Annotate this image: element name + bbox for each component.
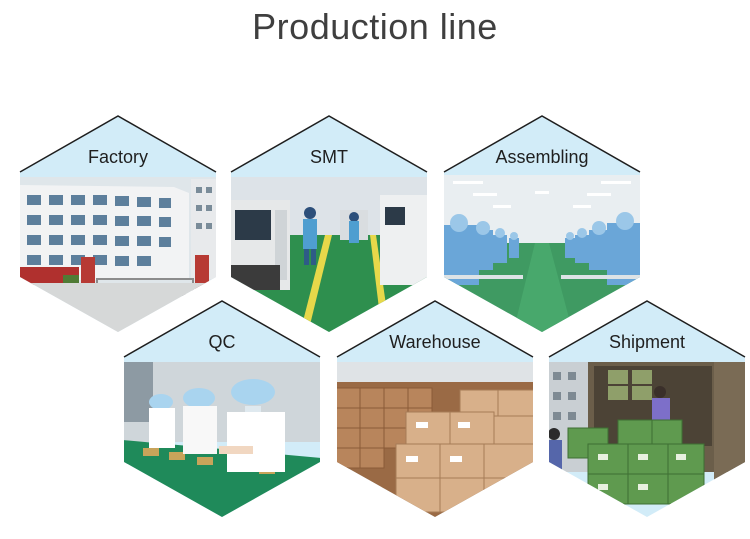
tile-label: Assembling xyxy=(495,147,589,167)
assembling-photo xyxy=(443,115,641,332)
tile-qc: QC xyxy=(123,300,321,518)
tile-shipment: Shipment xyxy=(548,300,746,518)
tile-border-top xyxy=(123,300,321,358)
tile-warehouse: Warehouse xyxy=(336,300,534,518)
tile-smt: SMT xyxy=(230,115,428,333)
tile-label: QC xyxy=(208,332,236,352)
tile-label: SMT xyxy=(310,147,348,167)
tile-border-top xyxy=(230,115,428,173)
warehouse-photo xyxy=(336,300,534,517)
shipment-photo xyxy=(548,300,746,517)
tile-border-top xyxy=(548,300,746,358)
tile-label: Factory xyxy=(87,147,148,167)
tile-factory: Factory xyxy=(19,115,217,333)
tile-assembling: Assembling xyxy=(443,115,641,333)
qc-photo xyxy=(123,300,321,517)
tile-label: Shipment xyxy=(608,332,686,352)
tile-label: Warehouse xyxy=(389,332,481,352)
smt-photo xyxy=(230,115,428,332)
page-title: Production line xyxy=(252,6,498,47)
tile-border-top xyxy=(443,115,641,173)
tile-border-top xyxy=(336,300,534,358)
tile-border-top xyxy=(19,115,217,173)
factory-photo xyxy=(19,115,217,332)
